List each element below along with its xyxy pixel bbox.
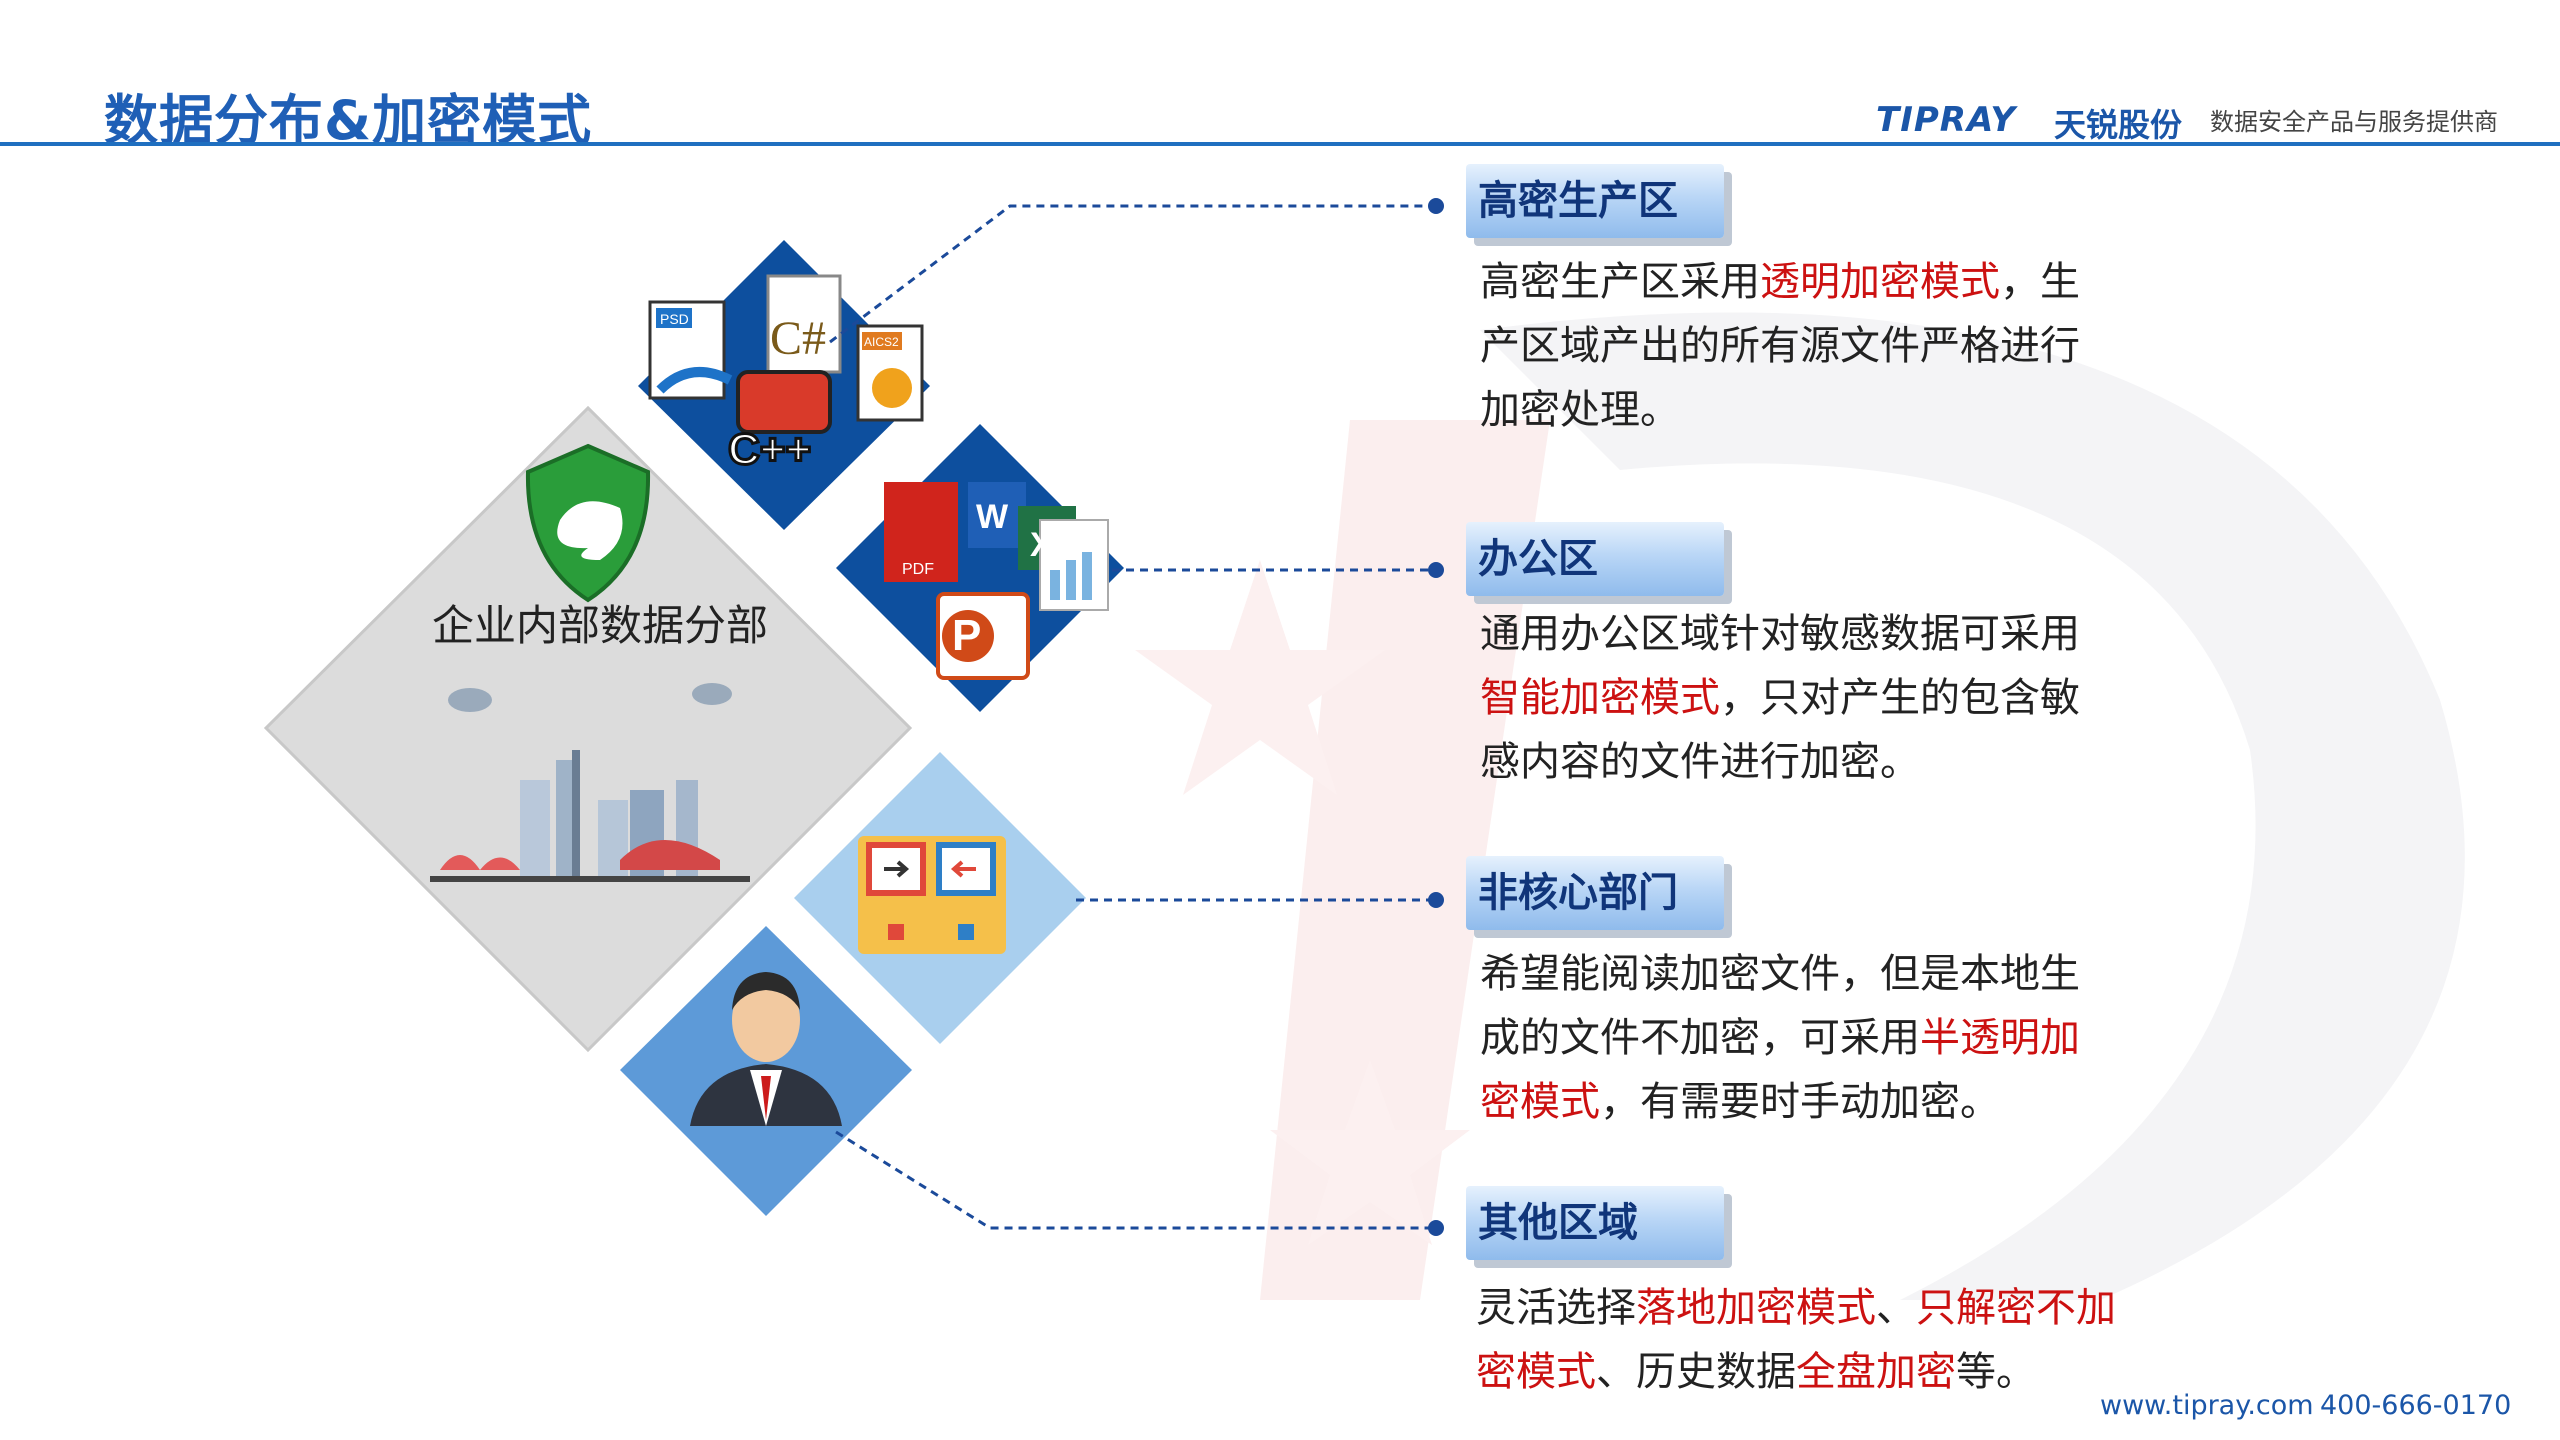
zone-title-production: 高密生产区 — [1466, 164, 1724, 238]
desc-text: ，只对产生的包含敏感内容的文件进行加密。 — [1480, 675, 2080, 785]
desc-text: 希望能阅读加密文件，但是本地生成的文件不加密，可采用 — [1480, 951, 2080, 1061]
office-file-icons — [884, 482, 1109, 680]
zone-desc-noncore: 希望能阅读加密文件，但是本地生成的文件不加密，可采用半透明加密模式，有需要时手动… — [1480, 942, 2090, 1134]
desc-highlight: 透明加密模式 — [1760, 259, 2000, 305]
connector-dots — [1428, 198, 1444, 1236]
zone-desc-other: 灵活选择落地加密模式、只解密不加密模式、历史数据全盘加密等。 — [1476, 1276, 2126, 1404]
csharp-icon: C# — [770, 312, 826, 365]
desc-highlight: 半透明加密模式 — [1480, 1015, 2080, 1125]
enterprise-diamond — [263, 405, 913, 1053]
desc-text: 、历史数据 — [1596, 1349, 1796, 1395]
zone-desc-production: 高密生产区采用透明加密模式，生产区域产出的所有源文件严格进行加密处理。 — [1480, 250, 2090, 442]
psd-icon: PSD — [660, 311, 689, 327]
zone-title-office: 办公区 — [1466, 522, 1724, 596]
excel-icon: X — [1030, 526, 1053, 564]
desc-text: 通用办公区域针对敏感数据可采用 — [1480, 611, 2080, 657]
brand-logo: TIPRAY — [1876, 100, 2016, 140]
desc-text: 等。 — [1956, 1349, 2036, 1395]
desc-text: 、 — [1876, 1285, 1916, 1331]
pdf-icon: PDF — [902, 561, 934, 578]
desc-highlight: 落地加密模式 — [1636, 1285, 1876, 1331]
desc-highlight: 全盘加密 — [1796, 1349, 1956, 1395]
cpp-icon: C++ — [728, 425, 811, 474]
enterprise-data-label: 企业内部数据分部 — [432, 601, 769, 650]
ppt-icon: P — [952, 611, 981, 660]
brand-slogan: 数据安全产品与服务提供商 — [2210, 108, 2498, 136]
desc-text: ，生产区域产出的所有源文件严格进行加密处理。 — [1480, 259, 2080, 433]
zone-desc-office: 通用办公区域针对敏感数据可采用智能加密模式，只对产生的包含敏感内容的文件进行加密… — [1480, 602, 2090, 794]
file-transfer-monitors-icon — [858, 836, 1006, 954]
desc-text: ，有需要时手动加密。 — [1600, 1079, 2000, 1125]
desc-text: 灵活选择 — [1476, 1285, 1636, 1331]
city-skyline-icon — [430, 683, 750, 882]
dev-file-icons — [648, 274, 924, 434]
page-title: 数据分布&加密模式 — [104, 89, 593, 152]
desc-highlight: 智能加密模式 — [1480, 675, 1720, 721]
aics-icon: AICS2 — [864, 335, 899, 349]
person-avatar-icon — [690, 972, 842, 1126]
desc-text: 高密生产区采用 — [1480, 259, 1760, 305]
desc-highlight: 只解密不加密模式 — [1476, 1285, 2116, 1395]
header-divider — [0, 142, 2560, 146]
shield-icon — [525, 443, 651, 603]
brand-name: 天锐股份 — [2054, 106, 2183, 144]
zone-title-other: 其他区域 — [1466, 1186, 1724, 1260]
connector-lines — [829, 204, 1436, 1230]
zone-title-noncore: 非核心部门 — [1466, 856, 1724, 930]
word-icon: W — [976, 498, 1009, 536]
footer-website-link[interactable]: www.tipray.com — [2100, 1390, 2314, 1421]
footer-phone: 400-666-0170 — [2320, 1390, 2512, 1421]
